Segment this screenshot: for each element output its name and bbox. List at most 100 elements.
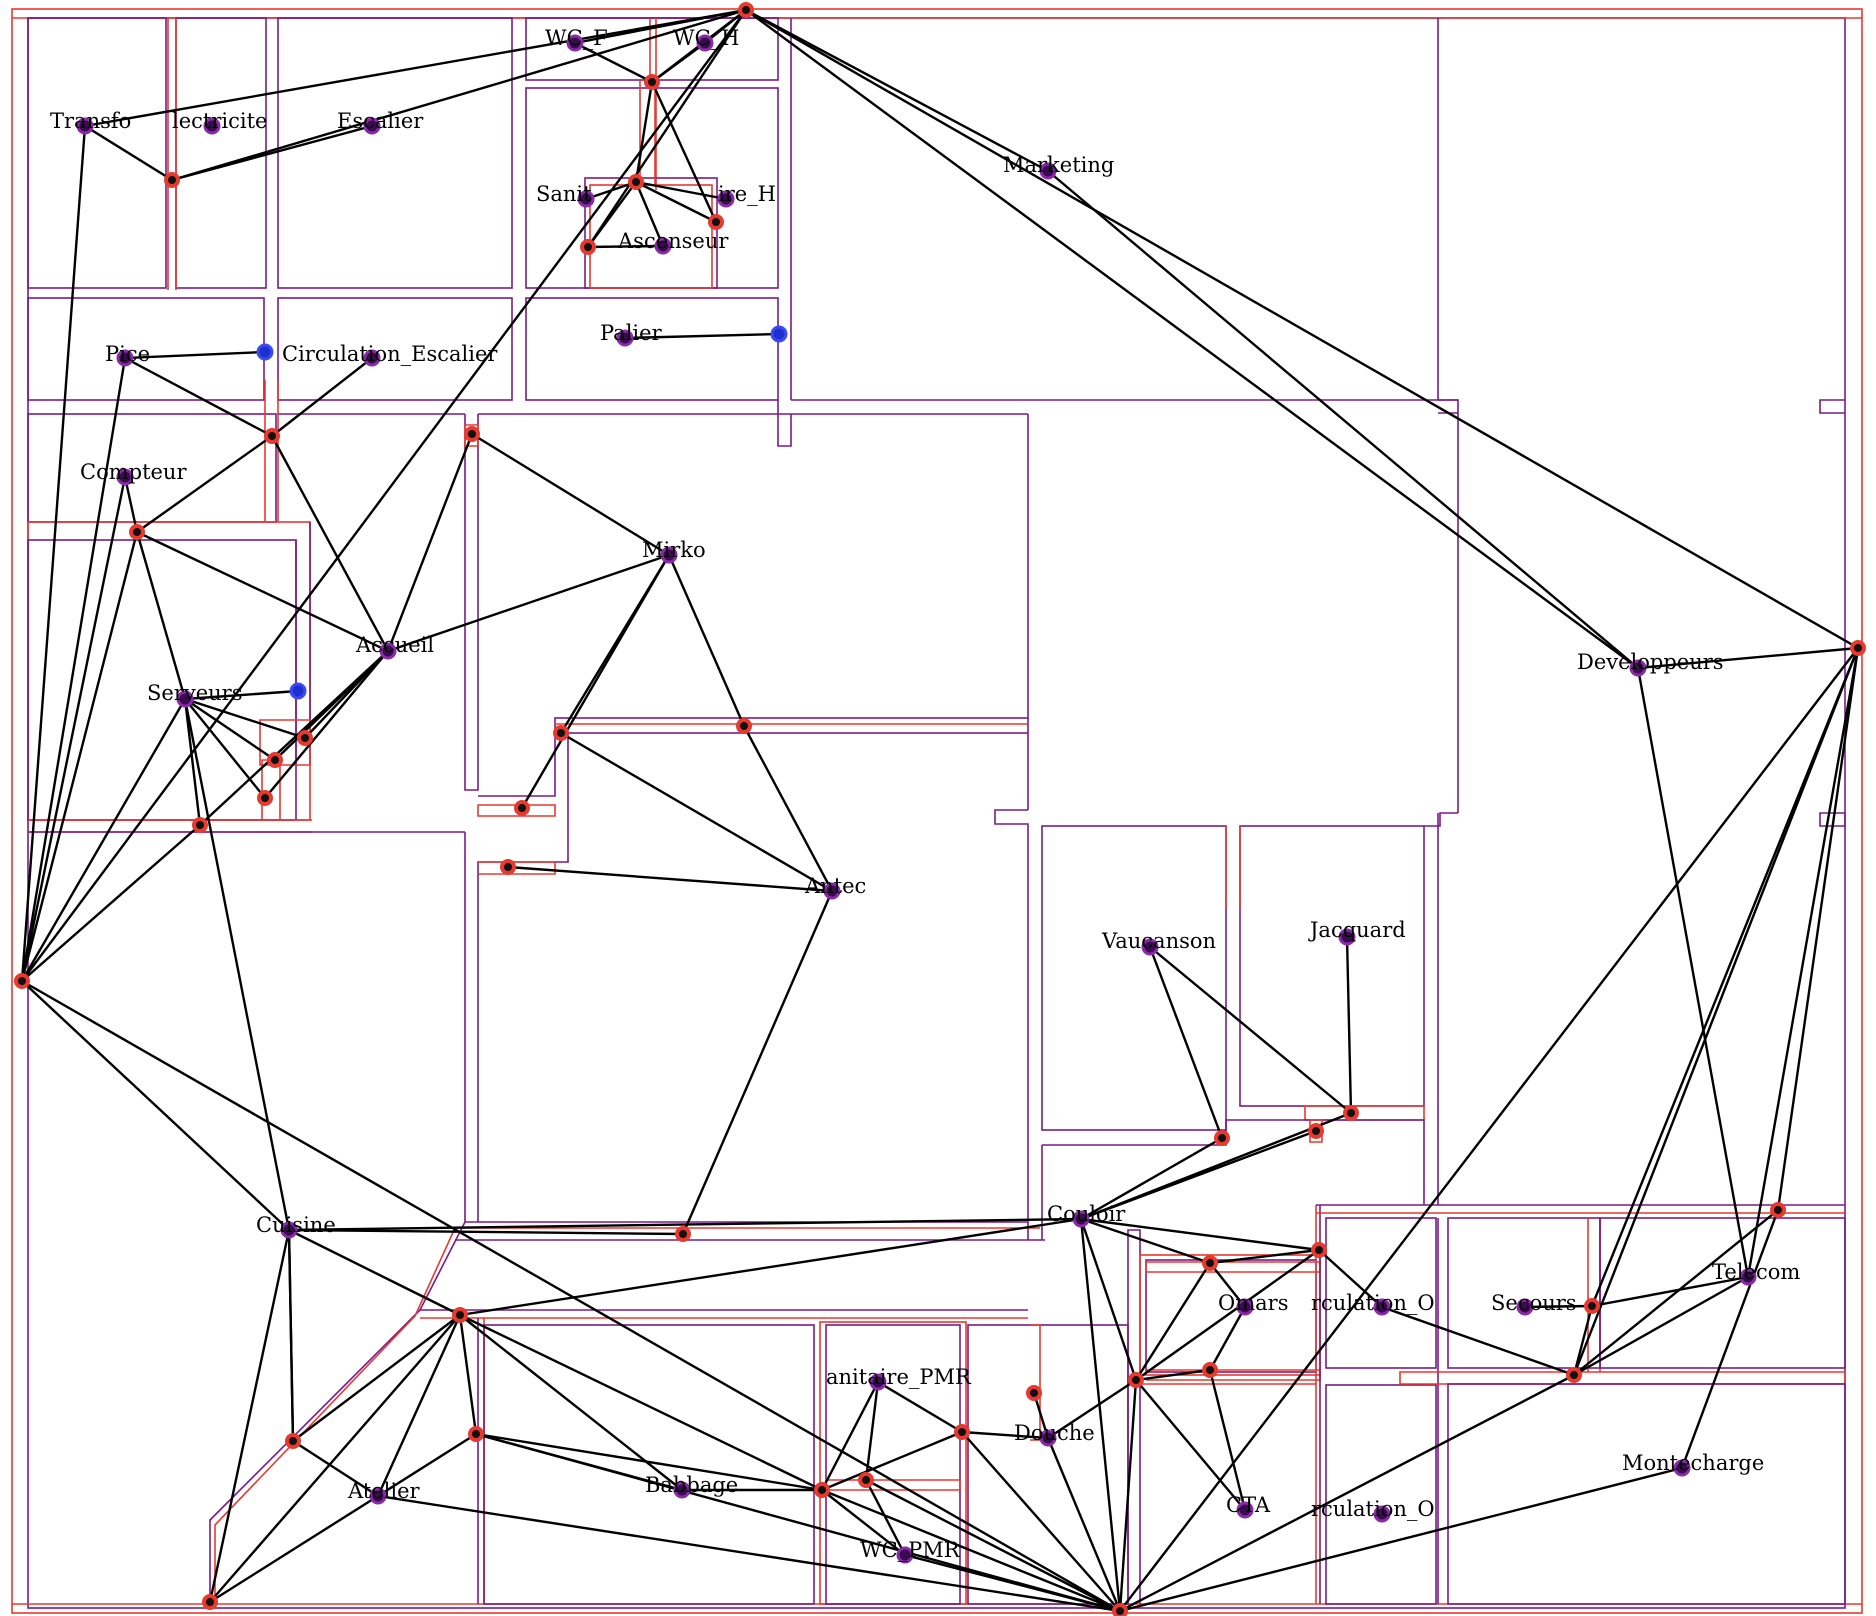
room-node-sanitaire_f xyxy=(577,190,595,208)
room-node-atelier xyxy=(369,1487,387,1505)
edge-wc_door-wc_h xyxy=(651,42,706,83)
edge-serveurs-cuisine xyxy=(183,698,291,1231)
edge-cuis_d2-atelier xyxy=(376,1314,462,1497)
edge-couloir-omars_d1 xyxy=(1080,1217,1211,1265)
edge-circulation_o1-secours_d2 xyxy=(1381,1305,1575,1377)
room-node-marketing xyxy=(1039,162,1057,180)
edge-mirko_door-accueil xyxy=(386,433,474,652)
edge-atel_d1-atelier xyxy=(292,1439,379,1498)
room-circulation-escalier-outline xyxy=(277,297,513,401)
label-marketing: Marketing xyxy=(1003,153,1114,177)
edge-secours_d1-telecom xyxy=(1591,1275,1749,1308)
edge-cuis_d2-couloir xyxy=(459,1217,1082,1317)
edge-omars_d1-omars xyxy=(1209,1262,1246,1308)
room-sanitaire-pmr-inner xyxy=(825,1324,961,1605)
room-escalier-outline xyxy=(277,17,513,289)
door-node-serv_d1 xyxy=(297,730,313,746)
label-developpeurs: Developpeurs xyxy=(1577,650,1724,674)
edge-piece_door-compteur_door xyxy=(136,435,273,533)
door-node-bottom_left xyxy=(202,1594,218,1610)
label-antec: Antec xyxy=(804,874,866,898)
edge-vaucanson-jacq_d1 xyxy=(1149,946,1352,1114)
edge-serveurs-left xyxy=(20,698,187,982)
edge-vaucanson-vauc_door xyxy=(1148,946,1224,1139)
edge-omars_d2-circulation_o1 xyxy=(1318,1249,1383,1308)
edge-couloir-couloir_d2 xyxy=(1079,1218,1138,1381)
label-cuisine: Cuisine xyxy=(256,1213,336,1237)
door-node-sanh_door xyxy=(708,214,724,230)
edge-secours-secours_d1 xyxy=(1524,1304,1593,1309)
edge-sanf_door-ascenseur xyxy=(587,244,664,249)
edge-developpeurs-dev_door xyxy=(1637,646,1859,670)
edge-elec_door-escalier xyxy=(171,124,373,182)
door-node-atel_d1 xyxy=(285,1433,301,1449)
room-node-wc_h xyxy=(696,34,714,52)
edge-left-bottom xyxy=(21,979,1121,1613)
room-serveurs-inner xyxy=(27,539,297,821)
door-node-omars_d2 xyxy=(1311,1242,1327,1258)
edge-wc_pmr-bottom xyxy=(904,1553,1121,1613)
edge-top-left xyxy=(21,9,747,982)
edge-mirko_d2-antec xyxy=(560,731,833,893)
room-node-wc_f xyxy=(566,34,584,52)
room-node-sanitaire_h xyxy=(717,190,735,208)
edge-telecom_d1-secours_d2 xyxy=(1573,1209,1779,1376)
edge-compteur_door-left xyxy=(20,531,139,982)
edge-top-sanf_door xyxy=(587,9,747,248)
edge-pmr_d2-wc_pmr xyxy=(864,1479,907,1556)
door-node-secours_d2 xyxy=(1566,1367,1582,1383)
edge-dev_door-bottom xyxy=(1119,647,1859,1612)
label-omars: Omars xyxy=(1218,1291,1288,1315)
edge-pmr_d1-bottom xyxy=(821,1488,1121,1613)
label-accueil: Accueil xyxy=(355,633,434,657)
door-node-cuis_door xyxy=(675,1226,691,1242)
stair-node-stair2 xyxy=(770,325,788,343)
room-node-mirko xyxy=(660,546,678,564)
edge-accueil-serv_d4 xyxy=(199,650,389,826)
edge-piece-left xyxy=(20,357,127,982)
room-node-secours xyxy=(1516,1298,1534,1316)
label-transfo: Transfo xyxy=(50,109,131,133)
edge-couloir_d2-bottom xyxy=(1118,1379,1138,1612)
edge-san_door-sanh_door xyxy=(635,180,717,224)
label-cta: CTA xyxy=(1226,1493,1271,1517)
edge-antec-cuis_door xyxy=(681,890,834,1235)
edge-palier-stair2 xyxy=(624,332,780,340)
edge-san_door-ascenseur xyxy=(634,181,665,247)
edge-pmr_d3-bottom xyxy=(961,1431,1121,1612)
door-node-mirko_d2 xyxy=(553,725,569,741)
edge-serv_d4-left xyxy=(21,824,201,982)
label-sanitaire-pmr: anitaire_PMR xyxy=(826,1365,972,1389)
label-palier: Palier xyxy=(600,321,663,345)
room-node-circulation_o1 xyxy=(1373,1298,1391,1316)
label-circulation-o2: rculation_O xyxy=(1311,1497,1435,1521)
edge-dev_door-telecom xyxy=(1746,647,1860,1278)
edge-couloir_d2-douche xyxy=(1047,1378,1137,1440)
edge-jacquard-jacq_d1 xyxy=(1345,936,1353,1114)
door-node-serv_d4 xyxy=(192,817,208,833)
room-node-circulation_escalier xyxy=(363,349,381,367)
room-serveurs-outline xyxy=(27,521,311,821)
edge-san_door-sanitaire_f xyxy=(585,180,637,201)
edge-piece-stair1 xyxy=(124,350,266,360)
label-wc-h: WC_H xyxy=(673,26,739,50)
edge-cuis_d2-pmr_d1 xyxy=(459,1313,823,1492)
edge-mirko_d3-antec xyxy=(742,725,834,892)
door-node-couloir_d2 xyxy=(1128,1372,1144,1388)
room-node-montecharge xyxy=(1673,1459,1691,1477)
door-node-omars_d3 xyxy=(1202,1362,1218,1378)
graph-edges xyxy=(20,8,1860,1613)
edge-atelier-babb_d1 xyxy=(377,1432,477,1498)
room-node-piece xyxy=(116,349,134,367)
label-piece: Pice xyxy=(105,342,150,366)
door-node-bottom xyxy=(1112,1603,1128,1616)
room-node-escalier xyxy=(363,117,381,135)
room-telecom-outline xyxy=(1599,1217,1846,1369)
room-node-vaucanson xyxy=(1141,938,1159,956)
edge-couloir_d2-omars_d3 xyxy=(1135,1368,1211,1382)
label-serveurs: Serveurs xyxy=(147,681,242,705)
edge-san_door-sanitaire_h xyxy=(635,180,727,201)
room-node-compteur xyxy=(116,468,134,486)
edge-san_door-sanf_door xyxy=(587,181,637,248)
edge-dev_door-secours_d2 xyxy=(1572,647,1860,1376)
